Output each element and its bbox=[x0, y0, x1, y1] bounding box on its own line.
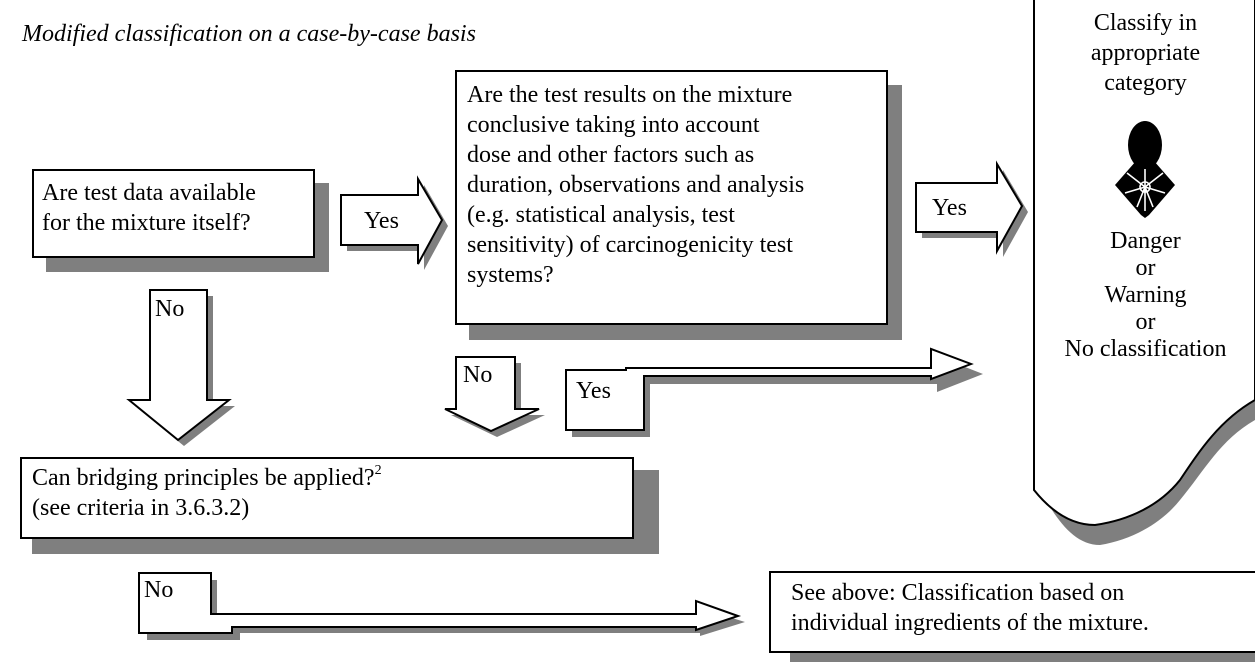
footnote-marker: 2 bbox=[374, 463, 382, 478]
result-line-4: or bbox=[1135, 309, 1156, 335]
question-bridging-line-2: (see criteria in 3.6.3.2) bbox=[32, 495, 250, 521]
see-above-line-1: See above: Classification based on bbox=[791, 580, 1125, 606]
result-line-3: Warning bbox=[1104, 282, 1187, 308]
question-test-data-line-1: Are test data available bbox=[42, 180, 256, 206]
result-header-line-3: category bbox=[1104, 70, 1187, 96]
health-hazard-icon bbox=[1115, 121, 1175, 218]
yes-arrow-3 bbox=[565, 347, 974, 431]
question-conclusive-line-1: Are the test results on the mixture bbox=[467, 82, 793, 108]
yes-arrow-1 bbox=[340, 175, 444, 265]
question-bridging-text: Can bridging principles be applied? bbox=[32, 465, 375, 491]
diagram-title: Modified classification on a case-by-cas… bbox=[22, 21, 476, 47]
label-no-3: No bbox=[144, 577, 174, 603]
result-outcomes: Danger or Warning or No classification bbox=[1036, 228, 1255, 363]
question-test-data-line-2: for the mixture itself? bbox=[42, 210, 251, 236]
no-arrow-1 bbox=[126, 289, 232, 442]
question-conclusive-line-6: sensitivity) of carcinogenicity test bbox=[467, 232, 793, 258]
result-line-1: Danger bbox=[1110, 228, 1181, 254]
question-bridging-line-1: Can bridging principles be applied?2 bbox=[32, 463, 632, 493]
question-conclusive-line-4: duration, observations and analysis bbox=[467, 172, 805, 198]
result-line-2: or bbox=[1135, 255, 1156, 281]
yes-arrow-2 bbox=[915, 160, 1024, 255]
question-conclusive-line-5: (e.g. statistical analysis, test bbox=[467, 202, 735, 228]
label-no-2: No bbox=[463, 362, 493, 388]
no-arrow-2 bbox=[444, 356, 540, 433]
no-arrow-3 bbox=[138, 572, 742, 634]
result-line-5: No classification bbox=[1064, 336, 1227, 362]
label-no-1: No bbox=[155, 296, 185, 322]
result-header-line-1: Classify in bbox=[1093, 10, 1198, 36]
question-conclusive-box: Are the test results on the mixture conc… bbox=[455, 70, 888, 325]
label-yes-3: Yes bbox=[576, 378, 611, 404]
label-yes-1: Yes bbox=[364, 208, 399, 234]
question-conclusive-line-7: systems? bbox=[467, 262, 554, 288]
question-conclusive-line-2: conclusive taking into account bbox=[467, 112, 760, 138]
question-conclusive-line-3: dose and other factors such as bbox=[467, 142, 755, 168]
question-test-data-box: Are test data available for the mixture … bbox=[32, 169, 315, 258]
see-above-line-2: individual ingredients of the mixture. bbox=[791, 610, 1149, 636]
see-above-box: See above: Classification based on indiv… bbox=[769, 571, 1255, 653]
result-header: Classify in appropriate category bbox=[1036, 8, 1255, 98]
result-panel-outline bbox=[1033, 0, 1255, 527]
result-header-line-2: appropriate bbox=[1090, 40, 1201, 66]
question-bridging-box: Can bridging principles be applied?2 (se… bbox=[20, 457, 634, 539]
label-yes-2: Yes bbox=[932, 195, 967, 221]
